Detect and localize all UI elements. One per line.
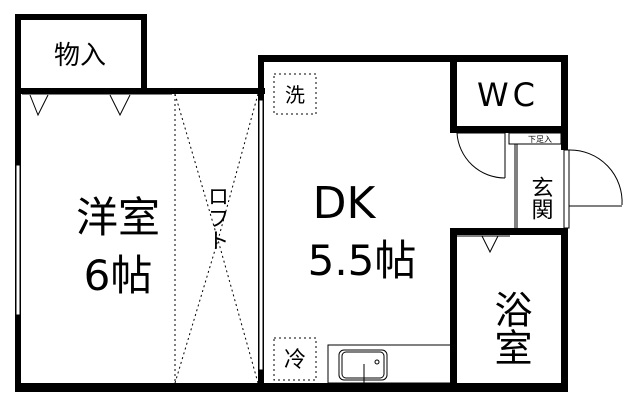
loft-label: ロフト <box>204 185 229 251</box>
entrance-area <box>508 132 623 229</box>
dk-size: 5.5帖 <box>308 236 417 285</box>
entrance-label: 玄関 <box>528 176 553 220</box>
fridge-label: 冷 <box>284 348 306 373</box>
kitchen-sink-icon <box>327 344 452 384</box>
bath-door-marks <box>457 235 510 254</box>
dk-window <box>258 99 264 371</box>
washer-label: 洗 <box>285 83 305 107</box>
shoe-box-label: 下足入 <box>528 135 552 144</box>
wc-label: WC <box>477 76 539 114</box>
closet-label: 物入 <box>54 41 106 71</box>
bath-label: 浴室 <box>488 290 532 366</box>
wc-door <box>456 132 506 179</box>
window-left <box>15 164 21 316</box>
washer-space <box>273 73 317 115</box>
western-room-size: 6帖 <box>84 251 153 300</box>
loft-outline <box>174 93 259 384</box>
fridge-space <box>273 337 317 381</box>
western-room-name: 洋室 <box>76 193 160 242</box>
dk-name: DK <box>313 178 377 229</box>
closet-door-marks <box>22 93 172 117</box>
